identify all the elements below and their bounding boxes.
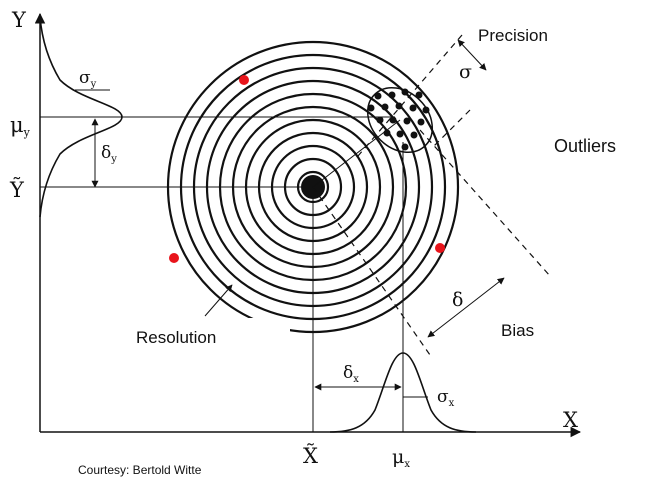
sigma-x-label: σx bbox=[437, 387, 455, 409]
bias-dashed-lines bbox=[312, 34, 551, 356]
cluster-point bbox=[376, 116, 384, 124]
cluster-point bbox=[396, 130, 404, 138]
mu-x-label: μx bbox=[392, 446, 410, 470]
axes bbox=[34, 12, 582, 438]
bias-delta-label: δ bbox=[452, 289, 463, 311]
mu-y-symbol: μ bbox=[10, 113, 24, 137]
sigma-x-symbol: σ bbox=[437, 387, 449, 407]
precision-label: Precision bbox=[478, 26, 548, 45]
delta-y-subscript: y bbox=[110, 154, 117, 165]
outlier-point bbox=[239, 75, 249, 85]
dashed-line-center bbox=[312, 186, 431, 356]
delta-y-symbol: δ bbox=[101, 143, 111, 163]
cluster-point bbox=[381, 103, 389, 111]
mu-y-subscript: y bbox=[23, 126, 31, 139]
y-distribution-curve bbox=[39, 16, 123, 218]
cluster-point bbox=[383, 129, 391, 137]
bias-label: Bias bbox=[501, 321, 534, 340]
delta-x-subscript: x bbox=[353, 374, 359, 385]
dashed-line-lower bbox=[431, 109, 471, 149]
cluster-point bbox=[401, 143, 409, 151]
resolution-gap bbox=[150, 318, 290, 358]
delta-x-label: δx bbox=[343, 363, 359, 385]
outliers-label: Outliers bbox=[554, 136, 616, 156]
precision-cluster-ellipse bbox=[367, 87, 433, 153]
cluster-point bbox=[409, 104, 417, 112]
sigma-y-label: σy bbox=[79, 68, 97, 90]
mu-y-label: μy bbox=[10, 113, 31, 139]
sigma-y-symbol: σ bbox=[79, 68, 91, 88]
sigma-y-subscript: y bbox=[90, 79, 97, 90]
cluster-point bbox=[401, 88, 409, 96]
cluster-point bbox=[389, 116, 397, 124]
y-axis-label: Y bbox=[11, 8, 27, 32]
delta-y-label: δy bbox=[101, 143, 117, 165]
resolution-label: Resolution bbox=[136, 328, 216, 347]
cluster-point bbox=[410, 131, 418, 139]
cluster-point bbox=[374, 92, 382, 100]
cluster-point bbox=[388, 91, 396, 99]
cluster-point bbox=[422, 106, 430, 114]
outlier-point bbox=[169, 253, 179, 263]
bias-arrow bbox=[427, 277, 505, 338]
precision-sigma-label: σ bbox=[459, 61, 472, 83]
precision-sigma-arrow bbox=[457, 39, 487, 71]
x-distribution-curve bbox=[329, 352, 477, 433]
mu-x-symbol: μ bbox=[392, 446, 404, 468]
delta-arrows bbox=[91, 118, 402, 391]
x-tilde-label: X̃ bbox=[303, 444, 318, 468]
delta-x-symbol: δ bbox=[343, 363, 353, 383]
x-axis-label: X bbox=[563, 408, 578, 432]
resolution-arrow bbox=[204, 284, 233, 317]
cluster-point bbox=[415, 91, 423, 99]
y-tilde-label: Ỹ bbox=[9, 178, 25, 202]
mu-x-subscript: x bbox=[404, 459, 410, 470]
outlier-point bbox=[435, 243, 445, 253]
cluster-point bbox=[417, 118, 425, 126]
cluster-points bbox=[367, 88, 430, 151]
cluster-point bbox=[403, 117, 411, 125]
cluster-point bbox=[395, 102, 403, 110]
outlier-points bbox=[169, 75, 445, 263]
cluster-point bbox=[367, 104, 375, 112]
dashed-line-upper bbox=[357, 34, 463, 157]
sigma-x-subscript: x bbox=[449, 398, 455, 409]
courtesy-label: Courtesy: Bertold Witte bbox=[78, 463, 202, 477]
